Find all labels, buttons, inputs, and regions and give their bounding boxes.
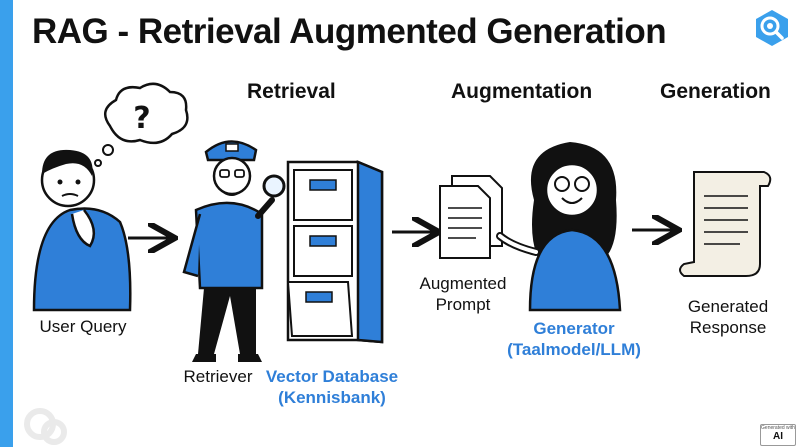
page-title: RAG - Retrieval Augmented Generation xyxy=(32,12,667,51)
stage-retrieval: Retrieval xyxy=(247,80,336,103)
documents-stack xyxy=(439,175,503,259)
thought-bubble: ? xyxy=(94,82,189,167)
user-figure xyxy=(32,149,132,312)
label-generated-response: Generated Response xyxy=(687,297,769,337)
watermark-logo-icon xyxy=(24,408,67,445)
search-magnifier-logo-icon xyxy=(756,10,788,46)
stage-augmentation: Augmentation xyxy=(451,80,593,103)
label-generator: Generator (Taalmodel/LLM) xyxy=(507,319,641,359)
label-user-query: User Query xyxy=(39,317,127,336)
label-retriever: Retriever xyxy=(183,367,253,386)
retriever-figure xyxy=(182,140,286,362)
filing-cabinet xyxy=(286,160,384,344)
generator-figure xyxy=(496,142,622,312)
stage-generation: Generation xyxy=(660,80,771,103)
response-scroll xyxy=(679,171,772,277)
label-vector-database: Vector Database (Kennisbank) xyxy=(265,367,399,407)
generated-with-ai-badge: Generated with AI xyxy=(760,424,796,446)
accent-left-bar xyxy=(0,0,13,447)
label-augmented-prompt: Augmented Prompt xyxy=(419,274,507,314)
question-mark-icon: ? xyxy=(133,101,150,136)
